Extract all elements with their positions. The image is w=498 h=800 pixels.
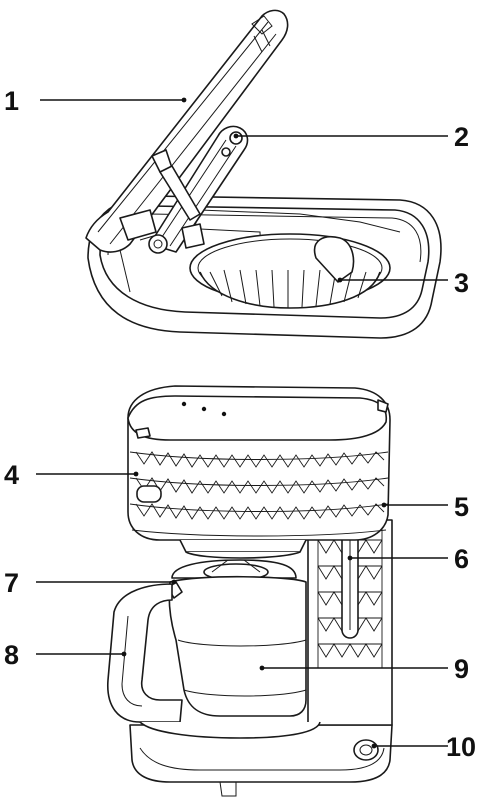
glass-carafe — [168, 559, 307, 717]
filter-holder-arm — [119, 125, 249, 254]
callout-9: 9 — [454, 654, 469, 684]
assembled-coffee-maker — [107, 385, 393, 797]
lid — [85, 9, 289, 253]
callout-leaders — [36, 97, 448, 749]
callout-10: 10 — [446, 732, 476, 762]
housing-pattern — [129, 451, 389, 537]
callout-8: 8 — [4, 640, 19, 670]
callout-6: 6 — [454, 544, 469, 574]
callout-2: 2 — [454, 122, 469, 152]
callout-7: 7 — [4, 568, 19, 598]
filter-basket — [189, 233, 391, 309]
cord-outlet — [353, 739, 379, 761]
open-top-unit — [85, 9, 442, 339]
callout-numbers: 1 2 3 4 5 6 7 8 9 10 — [4, 86, 476, 762]
power-switch — [136, 485, 162, 503]
callout-1: 1 — [4, 86, 19, 116]
callout-4: 4 — [4, 460, 19, 490]
callout-3: 3 — [454, 268, 469, 298]
callout-5: 5 — [454, 492, 469, 522]
